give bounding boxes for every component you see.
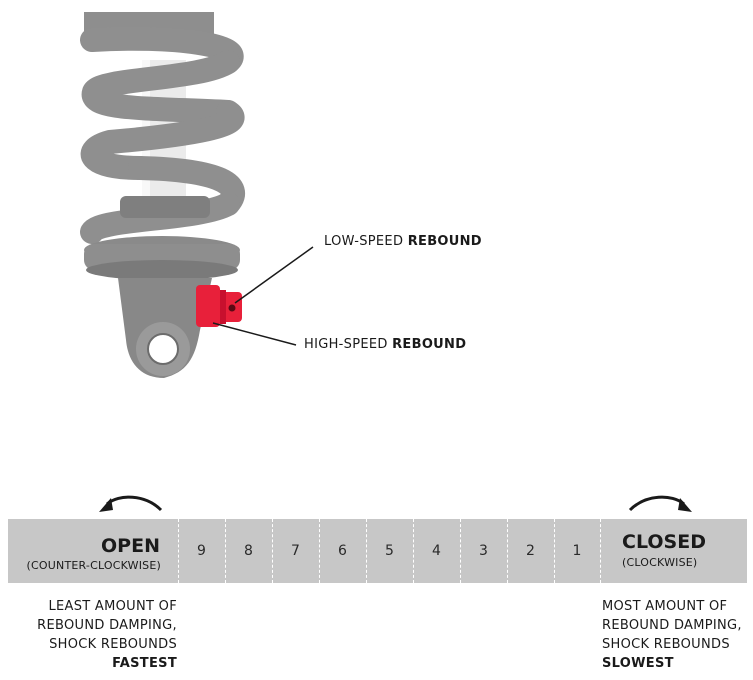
closed-title: CLOSED <box>622 531 706 553</box>
click-1: 1 <box>572 543 582 559</box>
open-title: OPEN <box>101 535 160 557</box>
closed-segment: CLOSED (CLOCKWISE) <box>600 519 747 583</box>
counter-clockwise-arrow-icon <box>99 495 163 512</box>
click-9: 9 <box>197 543 206 559</box>
rebound-adjuster-knob <box>196 285 242 327</box>
open-subtitle: (COUNTER-CLOCKWISE) <box>26 559 161 572</box>
closed-subtitle: (CLOCKWISE) <box>622 556 698 569</box>
open-segment: OPEN (COUNTER-CLOCKWISE) <box>8 519 178 583</box>
rebound-click-scale: OPEN (COUNTER-CLOCKWISE) 9 8 7 6 5 4 3 2… <box>8 519 747 583</box>
click-4: 4 <box>432 543 441 559</box>
click-7: 7 <box>291 543 300 559</box>
closed-description: MOST AMOUNT OF REBOUND DAMPING, SHOCK RE… <box>602 599 742 671</box>
shock-absorber-illustration <box>80 12 314 378</box>
click-8: 8 <box>244 543 253 559</box>
open-description: LEAST AMOUNT OF REBOUND DAMPING, SHOCK R… <box>37 599 177 671</box>
low-speed-leader-line <box>234 246 314 304</box>
clockwise-arrow-icon <box>628 495 692 512</box>
low-speed-rebound-label: LOW-SPEED REBOUND <box>324 234 482 249</box>
high-speed-leader-line <box>212 322 297 346</box>
click-2: 2 <box>526 543 535 559</box>
click-6: 6 <box>338 543 347 559</box>
click-5: 5 <box>385 543 394 559</box>
coil-spring <box>80 26 245 244</box>
high-speed-rebound-label: HIGH-SPEED REBOUND <box>304 337 467 352</box>
click-3: 3 <box>479 543 488 559</box>
